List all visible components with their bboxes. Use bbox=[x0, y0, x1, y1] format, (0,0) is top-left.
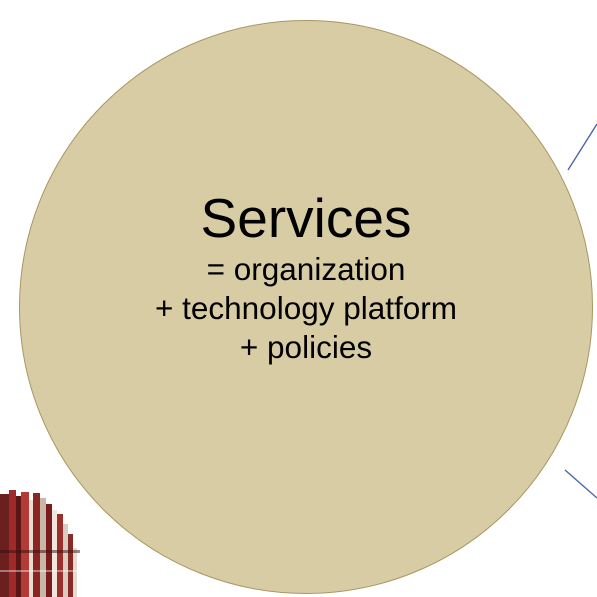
services-line-technology-platform: + technology platform bbox=[154, 290, 458, 326]
upper-connector-line bbox=[567, 123, 597, 171]
services-title: Services bbox=[200, 187, 412, 249]
lower-connector-line bbox=[564, 469, 597, 499]
cropped-photo bbox=[0, 490, 80, 597]
services-line-policies: + policies bbox=[239, 329, 373, 365]
services-text-block: Services = organization + technology pla… bbox=[19, 186, 593, 367]
services-circle bbox=[19, 20, 593, 594]
services-line-organization: = organization bbox=[206, 251, 406, 287]
